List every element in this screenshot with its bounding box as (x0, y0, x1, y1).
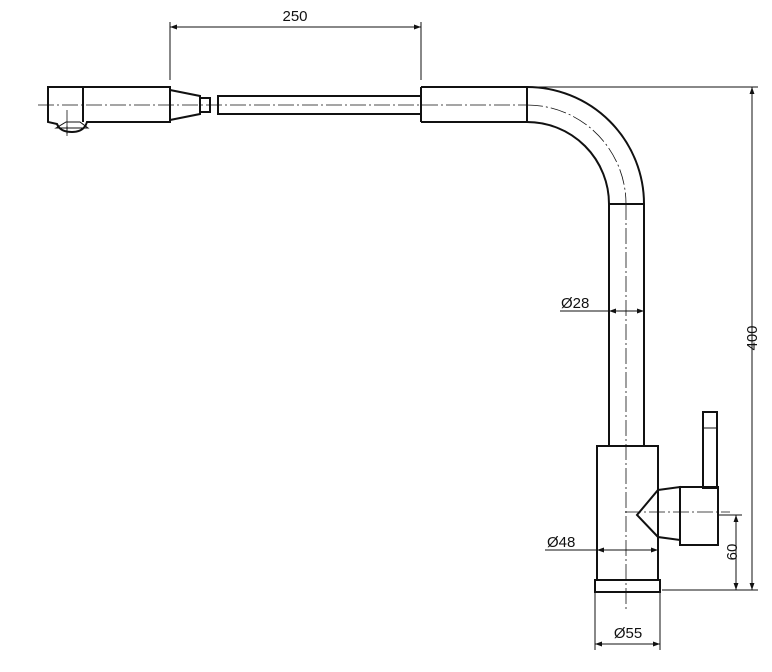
pull-out-hose (217, 95, 422, 115)
faucet-body (596, 411, 719, 581)
dimension-body-diameter: Ø48 (545, 534, 658, 553)
spout-diameter-label: Ø28 (561, 295, 589, 312)
dimension-spout-diameter: Ø28 (560, 295, 644, 314)
lever-housing (679, 486, 719, 546)
dimension-lever-height: 60 (718, 514, 742, 590)
faucet-base (594, 579, 661, 593)
center-lines (38, 104, 730, 610)
lever-handle (702, 411, 718, 489)
spray-head (47, 86, 211, 134)
base-diameter-label: Ø55 (614, 625, 642, 642)
total-height-label: 400 (744, 325, 761, 350)
spout-extension-label: 250 (282, 8, 307, 25)
faucet-outline (47, 86, 719, 593)
dimension-spout-extension: 250 (169, 8, 422, 80)
lever-height-label: 60 (724, 544, 741, 561)
body-diameter-label: Ø48 (547, 534, 575, 551)
dimension-total-height: 400 (527, 86, 761, 591)
dimension-base-diameter: Ø55 (594, 592, 661, 650)
lever-hub (635, 485, 681, 542)
spout-arm (420, 86, 645, 446)
